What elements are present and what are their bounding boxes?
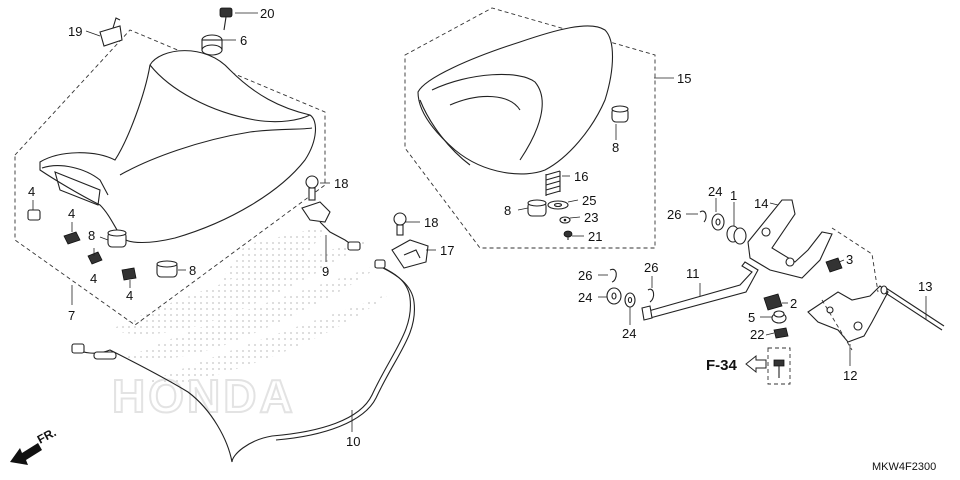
rubber-8-d bbox=[527, 199, 547, 217]
bolt-13 bbox=[880, 285, 945, 331]
callout-labels: 19 20 6 4 4 8 4 4 8 7 18 9 18 17 10 15 8… bbox=[28, 6, 932, 449]
callout-21: 21 bbox=[588, 229, 602, 244]
callout-19: 19 bbox=[68, 24, 82, 39]
leader-lines bbox=[32, 12, 927, 432]
callout-12: 12 bbox=[843, 368, 857, 383]
callout-8-a: 8 bbox=[88, 228, 95, 243]
bolt-18-b bbox=[393, 212, 407, 236]
callout-4-a: 4 bbox=[28, 184, 35, 199]
bolt-18-a bbox=[305, 175, 319, 201]
callout-20: 20 bbox=[260, 6, 274, 21]
collar-1 bbox=[726, 225, 747, 245]
cushion-4-c bbox=[87, 251, 103, 265]
cushion-4-a bbox=[27, 209, 41, 221]
rod-11 bbox=[641, 261, 759, 321]
clip-26-b bbox=[609, 268, 617, 283]
callout-15: 15 bbox=[677, 71, 691, 86]
callout-23: 23 bbox=[584, 210, 598, 225]
spring-16 bbox=[545, 170, 561, 196]
callout-24-b: 24 bbox=[578, 290, 592, 305]
passenger-seat-group bbox=[404, 7, 656, 249]
washer-23 bbox=[559, 216, 571, 224]
callout-8-d: 8 bbox=[504, 203, 511, 218]
f34-reference-label: F-34 bbox=[706, 357, 738, 374]
callout-18-b: 18 bbox=[424, 215, 438, 230]
cushion-4-d bbox=[121, 267, 137, 281]
callout-22: 22 bbox=[750, 327, 764, 342]
callout-4-c: 4 bbox=[90, 271, 97, 286]
rubber-8-c bbox=[611, 105, 629, 123]
callout-8-b: 8 bbox=[189, 263, 196, 278]
callout-2: 2 bbox=[790, 296, 797, 311]
rubber-8-a bbox=[107, 229, 127, 248]
cable-10 bbox=[77, 265, 412, 463]
callout-26-b: 26 bbox=[578, 268, 592, 283]
washer-25 bbox=[547, 200, 569, 210]
washer-24-b bbox=[606, 287, 622, 305]
callout-5: 5 bbox=[748, 310, 755, 325]
callout-24-c: 24 bbox=[622, 326, 636, 341]
front-direction-indicator: FR. bbox=[10, 425, 58, 465]
washer-24-a bbox=[711, 213, 725, 231]
rubber-2 bbox=[763, 293, 783, 311]
rider-seat-assembly-box bbox=[14, 29, 326, 326]
bolt-20 bbox=[219, 7, 233, 31]
seat-lock-cable-group bbox=[71, 175, 429, 463]
honda-wing-watermark: HONDA bbox=[110, 225, 392, 423]
callout-26-c: 26 bbox=[644, 260, 658, 275]
rider-seat bbox=[39, 50, 316, 244]
rubber-8-b bbox=[156, 260, 178, 278]
knob-19 bbox=[99, 17, 123, 47]
f34-arrow-icon bbox=[745, 354, 767, 374]
callout-24-a: 24 bbox=[708, 184, 722, 199]
catalog-code: MKW4F2300 bbox=[872, 461, 936, 473]
bracket-14 bbox=[747, 199, 833, 279]
nut-22 bbox=[773, 327, 789, 339]
callout-16: 16 bbox=[574, 169, 588, 184]
latch-17 bbox=[391, 239, 429, 269]
callout-25: 25 bbox=[582, 193, 596, 208]
callout-7: 7 bbox=[68, 308, 75, 323]
callout-6: 6 bbox=[240, 33, 247, 48]
damper-6 bbox=[201, 34, 223, 56]
callout-4-d: 4 bbox=[126, 288, 133, 303]
cushion-4-b bbox=[63, 231, 81, 245]
washer-24-c bbox=[624, 292, 636, 308]
rider-seat-group bbox=[14, 7, 326, 326]
callout-4-b: 4 bbox=[68, 206, 75, 221]
callout-13: 13 bbox=[918, 279, 932, 294]
callout-18-a: 18 bbox=[334, 176, 348, 191]
bracket-12 bbox=[807, 285, 889, 343]
collar-3 bbox=[825, 257, 843, 273]
passenger-seat-assembly-box bbox=[404, 7, 656, 249]
f34-reference-box bbox=[767, 347, 791, 385]
honda-wordmark: HONDA bbox=[112, 370, 296, 422]
callout-26-a: 26 bbox=[667, 207, 681, 222]
callout-17: 17 bbox=[440, 243, 454, 258]
front-direction-label: FR. bbox=[35, 425, 59, 446]
f34-reference: F-34 bbox=[706, 354, 767, 374]
clip-26-c bbox=[647, 288, 655, 303]
front-arrow-icon bbox=[10, 443, 42, 465]
callout-14: 14 bbox=[754, 196, 768, 211]
clip-26-a bbox=[699, 210, 707, 223]
bracket-9 bbox=[301, 201, 361, 251]
callout-1: 1 bbox=[730, 188, 737, 203]
callout-8-c: 8 bbox=[612, 140, 619, 155]
seat-hinge-group bbox=[606, 199, 945, 385]
callout-3: 3 bbox=[846, 252, 853, 267]
passenger-seat bbox=[417, 25, 613, 175]
callout-10: 10 bbox=[346, 434, 360, 449]
cushion-5 bbox=[771, 310, 787, 324]
callout-11: 11 bbox=[686, 266, 700, 281]
callout-9: 9 bbox=[322, 264, 329, 279]
screw-21 bbox=[563, 230, 573, 240]
